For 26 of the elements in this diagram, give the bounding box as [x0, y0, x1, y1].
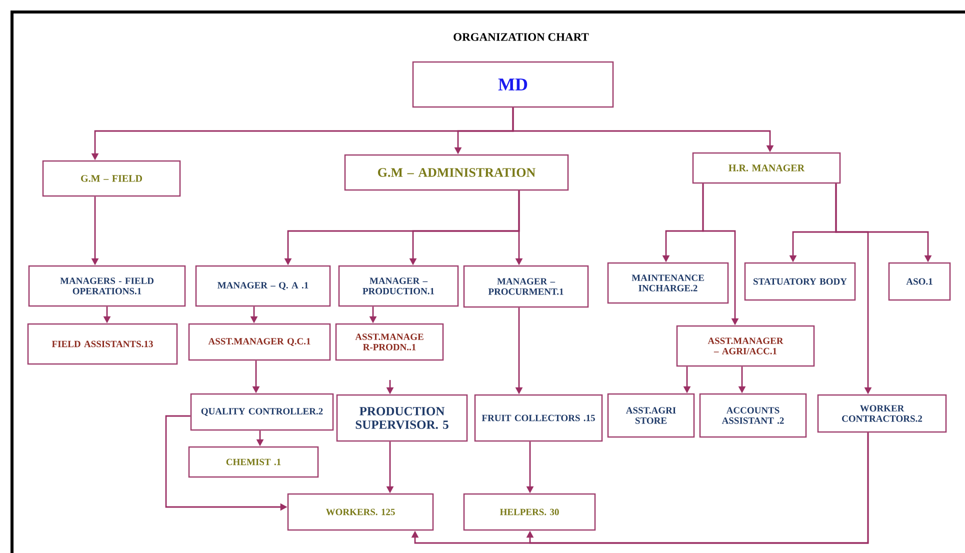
position-box: FIELD ASSISTANTS.13: [27, 323, 178, 365]
position-box: G.M – FIELD: [42, 160, 181, 197]
position-box: MAINTENANCE INCHARGE.2: [607, 262, 729, 304]
position-box: ACCOUNTS ASSISTANT .2: [699, 393, 807, 438]
position-box: MD: [412, 61, 614, 108]
position-box: FRUIT COLLECTORS .15: [474, 394, 603, 442]
position-box: ASST.MANAGE R-PRODN..1: [335, 323, 444, 361]
position-box: ASST.MANAGER Q.C.1: [188, 323, 331, 361]
position-box: MANAGER – PROCURMENT.1: [463, 265, 589, 308]
position-box: PRODUCTION SUPERVISOR. 5: [336, 394, 468, 442]
chart-title: ORGANIZATION CHART: [454, 33, 589, 41]
position-box: ASST.MANAGER – AGRI/ACC.1: [676, 325, 815, 367]
position-box: HELPERS. 30: [463, 493, 596, 531]
position-box: MANAGERS - FIELD OPERATIONS.1: [28, 265, 186, 307]
position-box: WORKER CONTRACTORS.2: [817, 394, 947, 433]
position-box: QUALITY CONTROLLER.2: [190, 393, 334, 431]
position-box: MANAGER – PRODUCTION.1: [338, 265, 459, 307]
arrow: [411, 432, 869, 544]
position-box: MANAGER – Q. A .1: [195, 265, 331, 307]
position-box: CHEMIST .1: [188, 446, 319, 478]
position-box: H.R. MANAGER: [692, 152, 841, 184]
position-box: G.M – ADMINISTRATION: [344, 154, 569, 191]
position-box: ASST.AGRI STORE: [607, 393, 695, 438]
position-box: WORKERS. 125: [287, 493, 434, 531]
position-box: ASO.1: [888, 262, 951, 301]
position-box: STATUATORY BODY: [744, 262, 856, 301]
